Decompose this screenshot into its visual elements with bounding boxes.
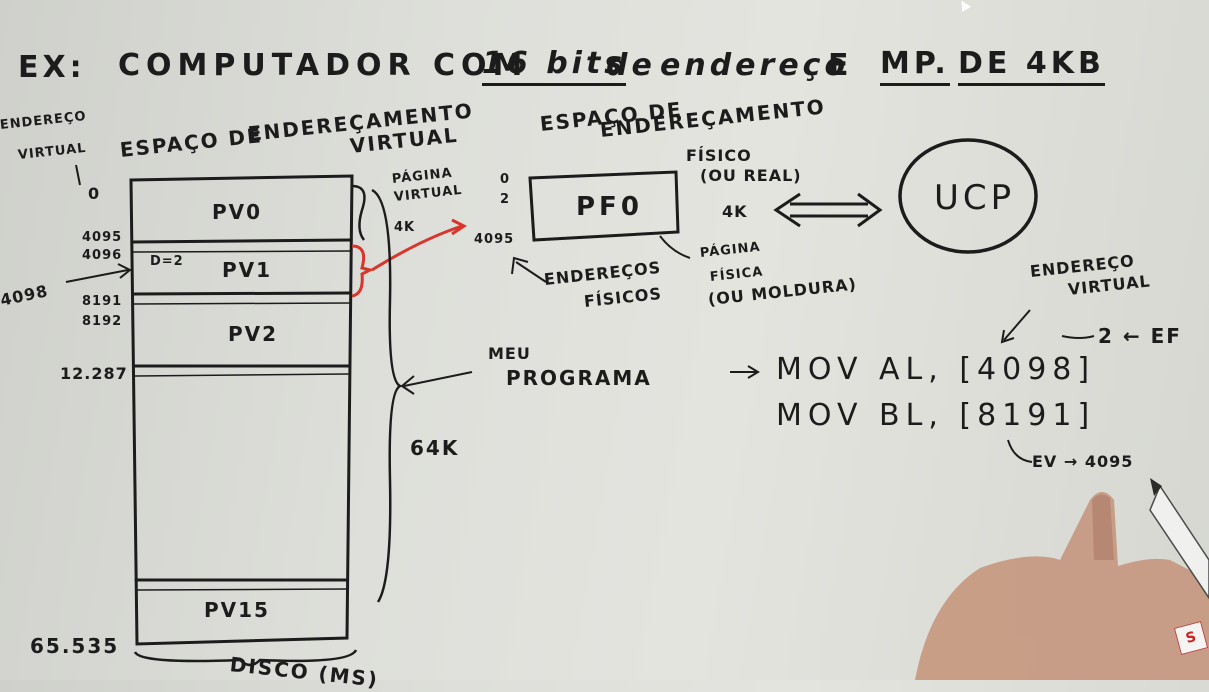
double-arrow: [790, 202, 868, 218]
instruction-2: MOV BL, [8191]: [776, 398, 1096, 433]
program-brace: [371, 188, 403, 603]
addr-8191: 8191: [82, 294, 123, 309]
page-pv0: PV0: [212, 200, 263, 224]
page-pv2: PV2: [228, 322, 279, 346]
addr-65535: 65.535: [30, 634, 120, 658]
addr-4096: 4096: [82, 248, 123, 263]
phys-addr-4095: 4095: [474, 232, 515, 247]
ev-note: EV → 4095: [1032, 452, 1134, 471]
red-brace: [351, 244, 375, 298]
title-endereco: endereço: [660, 48, 850, 83]
red-arrow: [371, 224, 463, 272]
phys-addr-0: 0: [500, 172, 511, 187]
physical-heading-4: (OU REAL): [700, 166, 802, 185]
physical-size: 4K: [722, 202, 748, 221]
addr-0: 0: [88, 184, 101, 203]
instruction-1: MOV AL, [4098]: [776, 352, 1096, 387]
physical-frame-box: [528, 170, 680, 242]
ucp-circle: [898, 138, 1038, 254]
physical-heading-3: FÍSICO: [686, 146, 752, 165]
pagina-virtual-brace: [351, 184, 366, 241]
title-4kb: DE 4KB: [958, 46, 1105, 86]
presenter-hand: [915, 478, 1209, 680]
frame-pf0: PF0: [576, 192, 643, 222]
total-64k: 64K: [410, 436, 460, 460]
virtual-memory-column: [129, 174, 354, 646]
ef-note: 2 ← EF: [1098, 324, 1182, 348]
addr-12287: 12.287: [60, 364, 128, 383]
pagina-virtual-size: 4K: [394, 220, 416, 235]
meu-programa-1: MEU: [488, 344, 531, 363]
title-text: COMPUTADOR COM: [118, 48, 529, 83]
title-e: E: [828, 48, 853, 83]
disk-brace: [133, 649, 358, 667]
offset-d2: D=2: [150, 254, 184, 269]
meu-programa-2: PROGRAMA: [506, 366, 652, 390]
addr-8192: 8192: [82, 314, 123, 329]
title-de: de: [606, 48, 656, 83]
addr-4095: 4095: [82, 230, 123, 245]
phys-addr-2: 2: [500, 192, 511, 207]
ucp-label: UCP: [934, 178, 1016, 218]
title-mp: MP.: [880, 46, 950, 86]
title-prefix: EX:: [18, 50, 86, 85]
title-bits: 16 bits: [482, 46, 627, 86]
page-pv15: PV15: [204, 598, 270, 622]
page-pv1: PV1: [222, 258, 273, 282]
